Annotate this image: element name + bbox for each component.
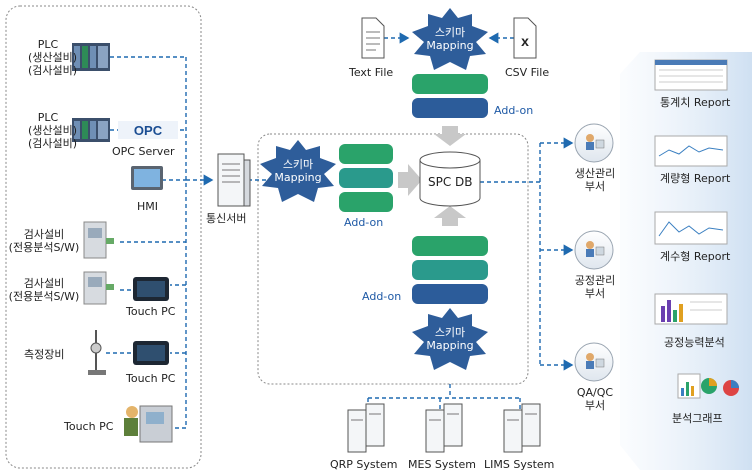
mes-server-icon bbox=[425, 403, 463, 453]
report-variable-label: 계량형 Report bbox=[660, 172, 731, 185]
inspection-machine-icon bbox=[83, 221, 114, 259]
report-stats-label: 통계치 Report bbox=[660, 96, 731, 109]
qrp-server-icon bbox=[347, 403, 385, 453]
mapping-top-line: Mapping bbox=[426, 39, 474, 52]
plc-2-label: PLC (생산설비) (검사설비) bbox=[28, 111, 78, 150]
plc-1-label: PLC (생산설비) (검사설비) bbox=[28, 38, 78, 77]
equipment-group-box bbox=[5, 5, 202, 469]
report-thumbnail bbox=[677, 373, 739, 399]
svg-text:x: x bbox=[521, 33, 529, 49]
schema-mapping-star-left bbox=[260, 140, 336, 202]
department-label-line: QA/QC bbox=[576, 386, 614, 399]
schema-mapping-star-top bbox=[412, 8, 488, 70]
report-graph-label: 분석그래프 bbox=[672, 412, 723, 425]
addon-left-label: Add-on bbox=[344, 216, 384, 229]
inspection-machine-icon bbox=[83, 271, 114, 305]
department-qa-label: QA/QC 부서 bbox=[570, 386, 620, 412]
department-icon bbox=[574, 342, 614, 382]
measuring-gauge-icon bbox=[88, 330, 106, 375]
spc-db-cylinder bbox=[419, 151, 481, 207]
inspection-2-label-line: 검사설비 bbox=[23, 277, 65, 290]
department-label-line: 생산관리 bbox=[574, 167, 616, 180]
inspection-2-label: 검사설비 (전용분석S/W) bbox=[8, 277, 80, 303]
inspection-1-label-line: 검사설비 bbox=[23, 228, 65, 241]
report-thumbnail bbox=[654, 211, 728, 245]
flow-arrows bbox=[398, 126, 466, 226]
hmi-label: HMI bbox=[137, 200, 159, 213]
inspection-2-label-line: (전용분석S/W) bbox=[8, 290, 80, 303]
report-thumbnail bbox=[654, 59, 728, 91]
text-file-icon bbox=[361, 17, 385, 59]
mes-system-label: MES System bbox=[408, 458, 476, 471]
text-file-label: Text File bbox=[349, 66, 394, 79]
touch-pc-icon bbox=[133, 277, 169, 301]
hmi-monitor-icon bbox=[131, 166, 163, 190]
touch-pc-2-label: Touch PC bbox=[126, 372, 176, 385]
touch-pc-1-label: Touch PC bbox=[126, 305, 176, 318]
opc-server-label: OPC Server bbox=[112, 145, 175, 158]
addon-bottom-label: Add-on bbox=[362, 290, 402, 303]
mapping-top-line: 스키마 bbox=[434, 26, 466, 39]
addon-stack-left bbox=[339, 144, 393, 212]
communication-server-icon bbox=[217, 153, 251, 207]
spc-db-label: SPC DB bbox=[428, 175, 473, 189]
mapping-left-line: 스키마 bbox=[282, 158, 314, 171]
measuring-device-label: 측정장비 bbox=[24, 348, 65, 361]
plc-rack-icon bbox=[72, 118, 110, 142]
mapping-left-text: 스키마 Mapping bbox=[272, 158, 324, 184]
mapping-bottom-text: 스키마 Mapping bbox=[424, 326, 476, 352]
spc-core-group-box bbox=[257, 133, 529, 385]
lims-server-icon bbox=[503, 403, 541, 453]
plc-1-label-line: (생산설비) bbox=[28, 51, 78, 64]
department-production-label: 생산관리 부서 bbox=[570, 167, 620, 193]
operator-touch-pc-icon bbox=[124, 405, 173, 443]
equipment-connectors bbox=[106, 32, 574, 429]
inspection-1-label-line: (전용분석S/W) bbox=[8, 241, 80, 254]
mapping-left-line: Mapping bbox=[274, 171, 322, 184]
plc-2-label-line: PLC bbox=[37, 111, 59, 124]
department-icon bbox=[574, 123, 614, 163]
touch-pc-3-label: Touch PC bbox=[64, 420, 114, 433]
plc-2-label-line: (검사설비) bbox=[28, 137, 78, 150]
plc-2-label-line: (생산설비) bbox=[28, 124, 78, 137]
addon-top-label: Add-on bbox=[494, 104, 534, 117]
department-label-line: 부서 bbox=[584, 180, 606, 193]
plc-rack-icon bbox=[72, 43, 110, 71]
department-process-label: 공정관리 부서 bbox=[570, 274, 620, 300]
department-icon bbox=[574, 230, 614, 270]
addon-stack-bottom bbox=[412, 236, 488, 304]
touch-pc-icon bbox=[133, 341, 169, 365]
inspection-1-label: 검사설비 (전용분석S/W) bbox=[8, 228, 80, 254]
mapping-top-text: 스키마 Mapping bbox=[424, 26, 476, 52]
qrp-system-label: QRP System bbox=[330, 458, 398, 471]
report-thumbnail bbox=[654, 293, 728, 325]
report-capability-label: 공정능력분석 bbox=[664, 336, 725, 349]
csv-file-icon: x bbox=[513, 17, 537, 59]
svg-text:OPC: OPC bbox=[134, 123, 163, 138]
report-attribute-label: 계수형 Report bbox=[660, 250, 731, 263]
department-label-line: 부서 bbox=[584, 287, 606, 300]
opc-logo-icon: OPC bbox=[118, 121, 178, 139]
mapping-bottom-line: Mapping bbox=[426, 339, 474, 352]
communication-server-label: 통신서버 bbox=[206, 212, 247, 225]
plc-1-label-line: (검사설비) bbox=[28, 64, 78, 77]
mapping-bottom-line: 스키마 bbox=[434, 326, 466, 339]
department-label-line: 부서 bbox=[584, 399, 606, 412]
schema-mapping-star-bottom bbox=[412, 308, 488, 370]
lims-system-label: LIMS System bbox=[484, 458, 555, 471]
department-label-line: 공정관리 bbox=[574, 274, 616, 287]
plc-1-label-line: PLC bbox=[37, 38, 59, 51]
csv-file-label: CSV File bbox=[505, 66, 550, 79]
addon-stack-top bbox=[412, 74, 488, 118]
report-thumbnail bbox=[654, 135, 728, 167]
